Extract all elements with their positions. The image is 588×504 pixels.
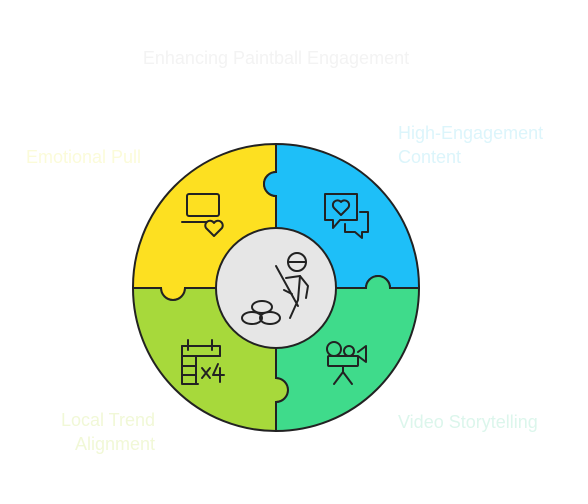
paintball-player-icon [241, 252, 309, 325]
label-emotional-pull: Emotional Pull [26, 147, 142, 167]
label-line: Alignment [74, 434, 155, 454]
label-high-engagement-content: High-Engagement Content [398, 121, 578, 169]
label-line: High-Engagement [398, 123, 544, 143]
center-circle [215, 227, 337, 349]
chat-heart-icon [324, 193, 369, 239]
diagram-title: Enhancing Paintball Engagement [142, 48, 410, 68]
calendar-x4-icon [181, 339, 225, 385]
label-line: Local Trend [60, 410, 155, 430]
heart-message-icon [181, 193, 224, 237]
label-video-storytelling: Video Storytelling [398, 412, 538, 432]
label-local-trend-alignment: Local Trend Alignment [20, 408, 155, 456]
label-line: Content [398, 147, 462, 167]
video-camera-icon [326, 341, 367, 385]
